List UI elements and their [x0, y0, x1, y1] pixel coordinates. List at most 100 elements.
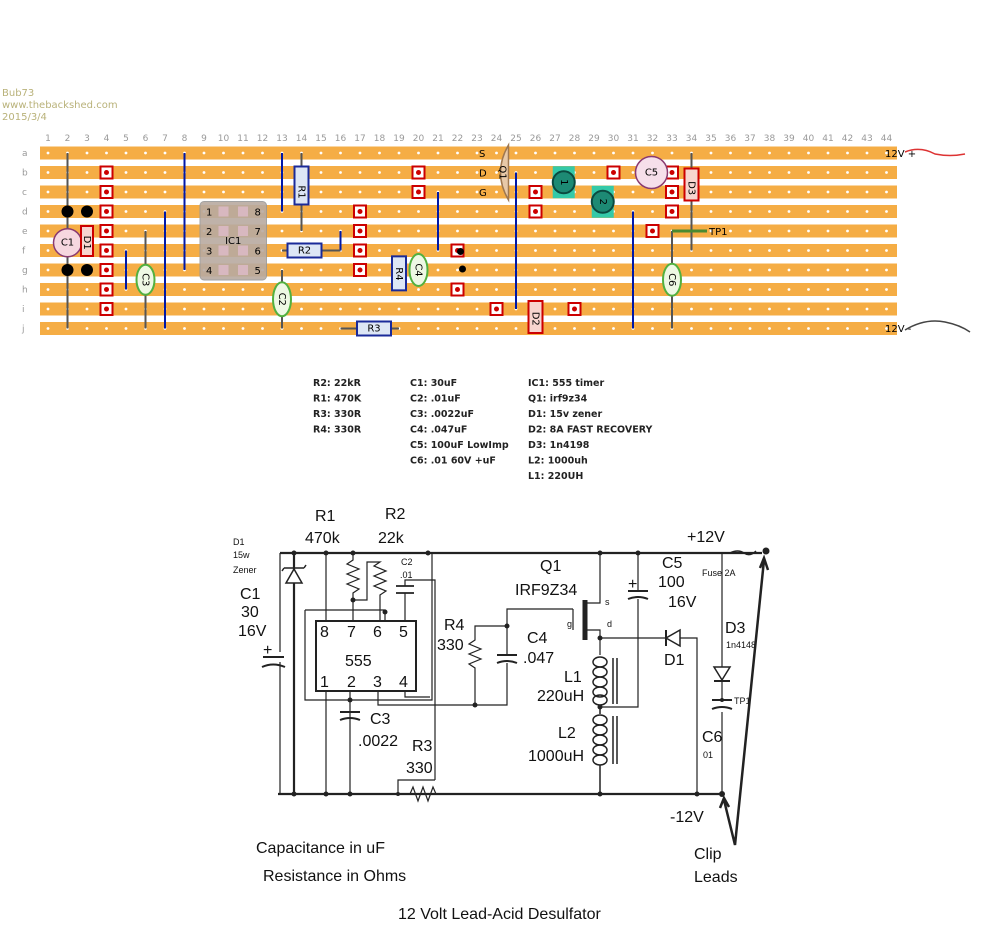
strip-hole	[553, 151, 557, 155]
strip-hole	[553, 307, 557, 311]
track-cut-dot	[494, 306, 499, 312]
strip-hole	[358, 151, 362, 155]
fuse-symbol	[729, 550, 757, 556]
component-label: C1	[61, 238, 74, 249]
sch-c1-value: 30	[241, 604, 259, 621]
zener-diode-symbol	[281, 564, 307, 584]
strip-hole	[475, 268, 479, 272]
parts-list-item: R2: 22kR	[313, 378, 362, 389]
pin-label: 7	[347, 624, 356, 641]
strip-hole	[846, 307, 849, 311]
sch-neg-label: -12V	[670, 809, 704, 826]
sch-c4-label: C4	[527, 630, 548, 647]
component-label: C6	[666, 273, 677, 286]
strip-hole	[475, 307, 479, 311]
strip-hole	[339, 190, 342, 194]
strip-hole	[417, 307, 420, 311]
track-cut-dot	[533, 209, 538, 214]
strip-hole	[319, 327, 323, 330]
strip-hole	[729, 151, 732, 155]
strip-hole	[163, 151, 167, 155]
capacitor-c2	[272, 281, 292, 318]
strip-hole	[885, 151, 888, 155]
q1-source-pin: s	[605, 597, 610, 607]
strip-hole	[105, 151, 108, 155]
note-capacitance: Capacitance in uF	[256, 840, 385, 857]
column-label: 35	[705, 134, 716, 144]
strip-hole	[709, 249, 713, 252]
column-label: 30	[608, 134, 620, 144]
strip-hole	[826, 151, 830, 155]
strip-hole	[807, 210, 810, 213]
strip-hole	[46, 249, 50, 252]
strip-hole	[865, 307, 869, 311]
column-label: 12	[257, 134, 268, 144]
strip-hole	[826, 327, 830, 330]
strip-hole	[885, 210, 888, 213]
column-label: 33	[666, 134, 677, 144]
sch-tp1-label: TP1	[734, 696, 751, 706]
column-label: 40	[803, 134, 815, 144]
strip-hole	[261, 288, 264, 291]
resistor-r2	[286, 242, 323, 259]
copper-strip	[40, 302, 897, 316]
strip-hole	[729, 288, 732, 291]
q1-gate-pin: g	[567, 619, 572, 629]
row-label: h	[22, 286, 28, 296]
strip-hole	[495, 229, 498, 233]
strip-hole	[261, 327, 264, 330]
strip-hole	[534, 151, 537, 155]
strip-hole	[85, 327, 89, 330]
strip-hole	[573, 268, 576, 272]
strip-hole	[46, 229, 50, 233]
sch-r4-value: 330	[437, 637, 464, 654]
strip-hole	[846, 249, 849, 252]
strip-hole	[885, 249, 888, 252]
junction-dots	[291, 547, 770, 797]
strip-hole	[651, 307, 654, 311]
strip-hole	[495, 288, 498, 291]
strip-hole	[865, 229, 869, 233]
strip-hole	[690, 327, 693, 330]
strip-hole	[709, 210, 713, 213]
strip-hole	[807, 327, 810, 330]
strip-hole	[222, 151, 225, 155]
column-label: 23	[471, 134, 482, 144]
strip-hole	[885, 171, 888, 174]
ic-pin-number: 1	[206, 208, 212, 219]
sch-r2-value: 22k	[378, 530, 405, 547]
strip-hole	[612, 268, 615, 272]
track-cut-dot	[357, 228, 363, 234]
strip-hole	[592, 151, 596, 155]
column-label: 38	[764, 134, 776, 144]
strip-hole	[241, 151, 245, 155]
copper-strip	[40, 283, 897, 296]
strip-hole	[475, 171, 479, 174]
strip-hole	[378, 268, 381, 272]
parts-list-item: R3: 330R	[313, 409, 362, 420]
svg-text:+: +	[628, 576, 637, 593]
ic-pin-number: 7	[255, 227, 261, 238]
strip-hole	[534, 268, 537, 272]
column-label: 17	[354, 134, 365, 144]
strip-hole	[651, 210, 654, 213]
component-label: R2	[298, 246, 311, 257]
strip-hole	[612, 249, 615, 252]
sch-c1-label: C1	[240, 586, 261, 603]
strip-hole	[631, 171, 635, 174]
sch-d1-type: Zener	[233, 565, 257, 575]
sch-d1b-label: D1	[664, 652, 685, 669]
q1-pin-label: G	[479, 188, 487, 199]
strip-hole	[553, 288, 557, 291]
strip-hole	[729, 249, 732, 252]
strip-hole	[378, 210, 381, 213]
test-point-label: TP1	[708, 227, 728, 238]
pin-label: 4	[399, 674, 408, 691]
inductor-l2-core	[590, 189, 615, 214]
column-label: 5	[123, 134, 129, 144]
copper-strip	[40, 166, 897, 179]
strip-hole	[826, 229, 830, 233]
parts-list-item: C1: 30uF	[410, 378, 457, 389]
column-label: 6	[143, 134, 149, 144]
strip-hole	[748, 268, 752, 272]
